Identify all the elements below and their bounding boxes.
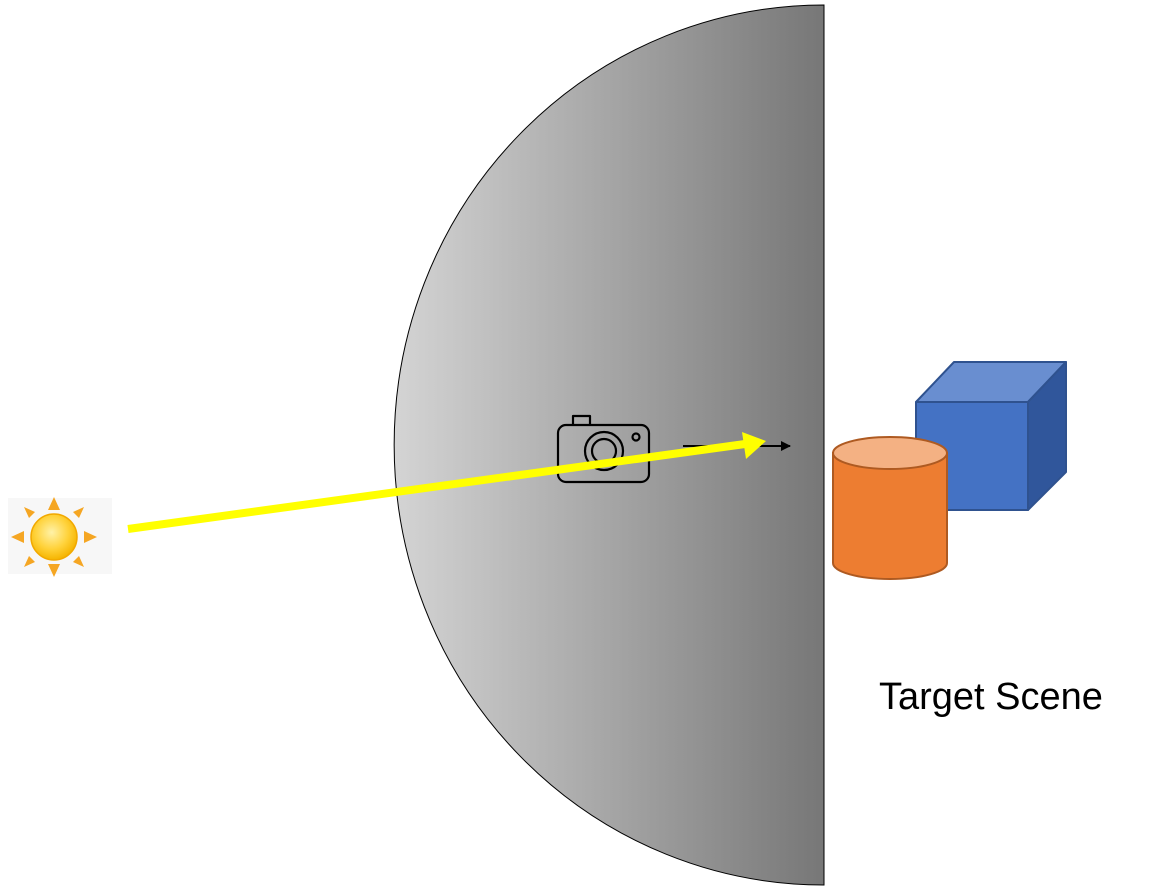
target-scene-label: Target Scene bbox=[879, 676, 1103, 718]
orange-cylinder bbox=[832, 436, 948, 580]
blue-cube bbox=[915, 361, 1067, 511]
light-ray-arrow bbox=[127, 432, 766, 533]
environment-hemisphere bbox=[393, 4, 825, 886]
sun-icon bbox=[8, 497, 112, 577]
